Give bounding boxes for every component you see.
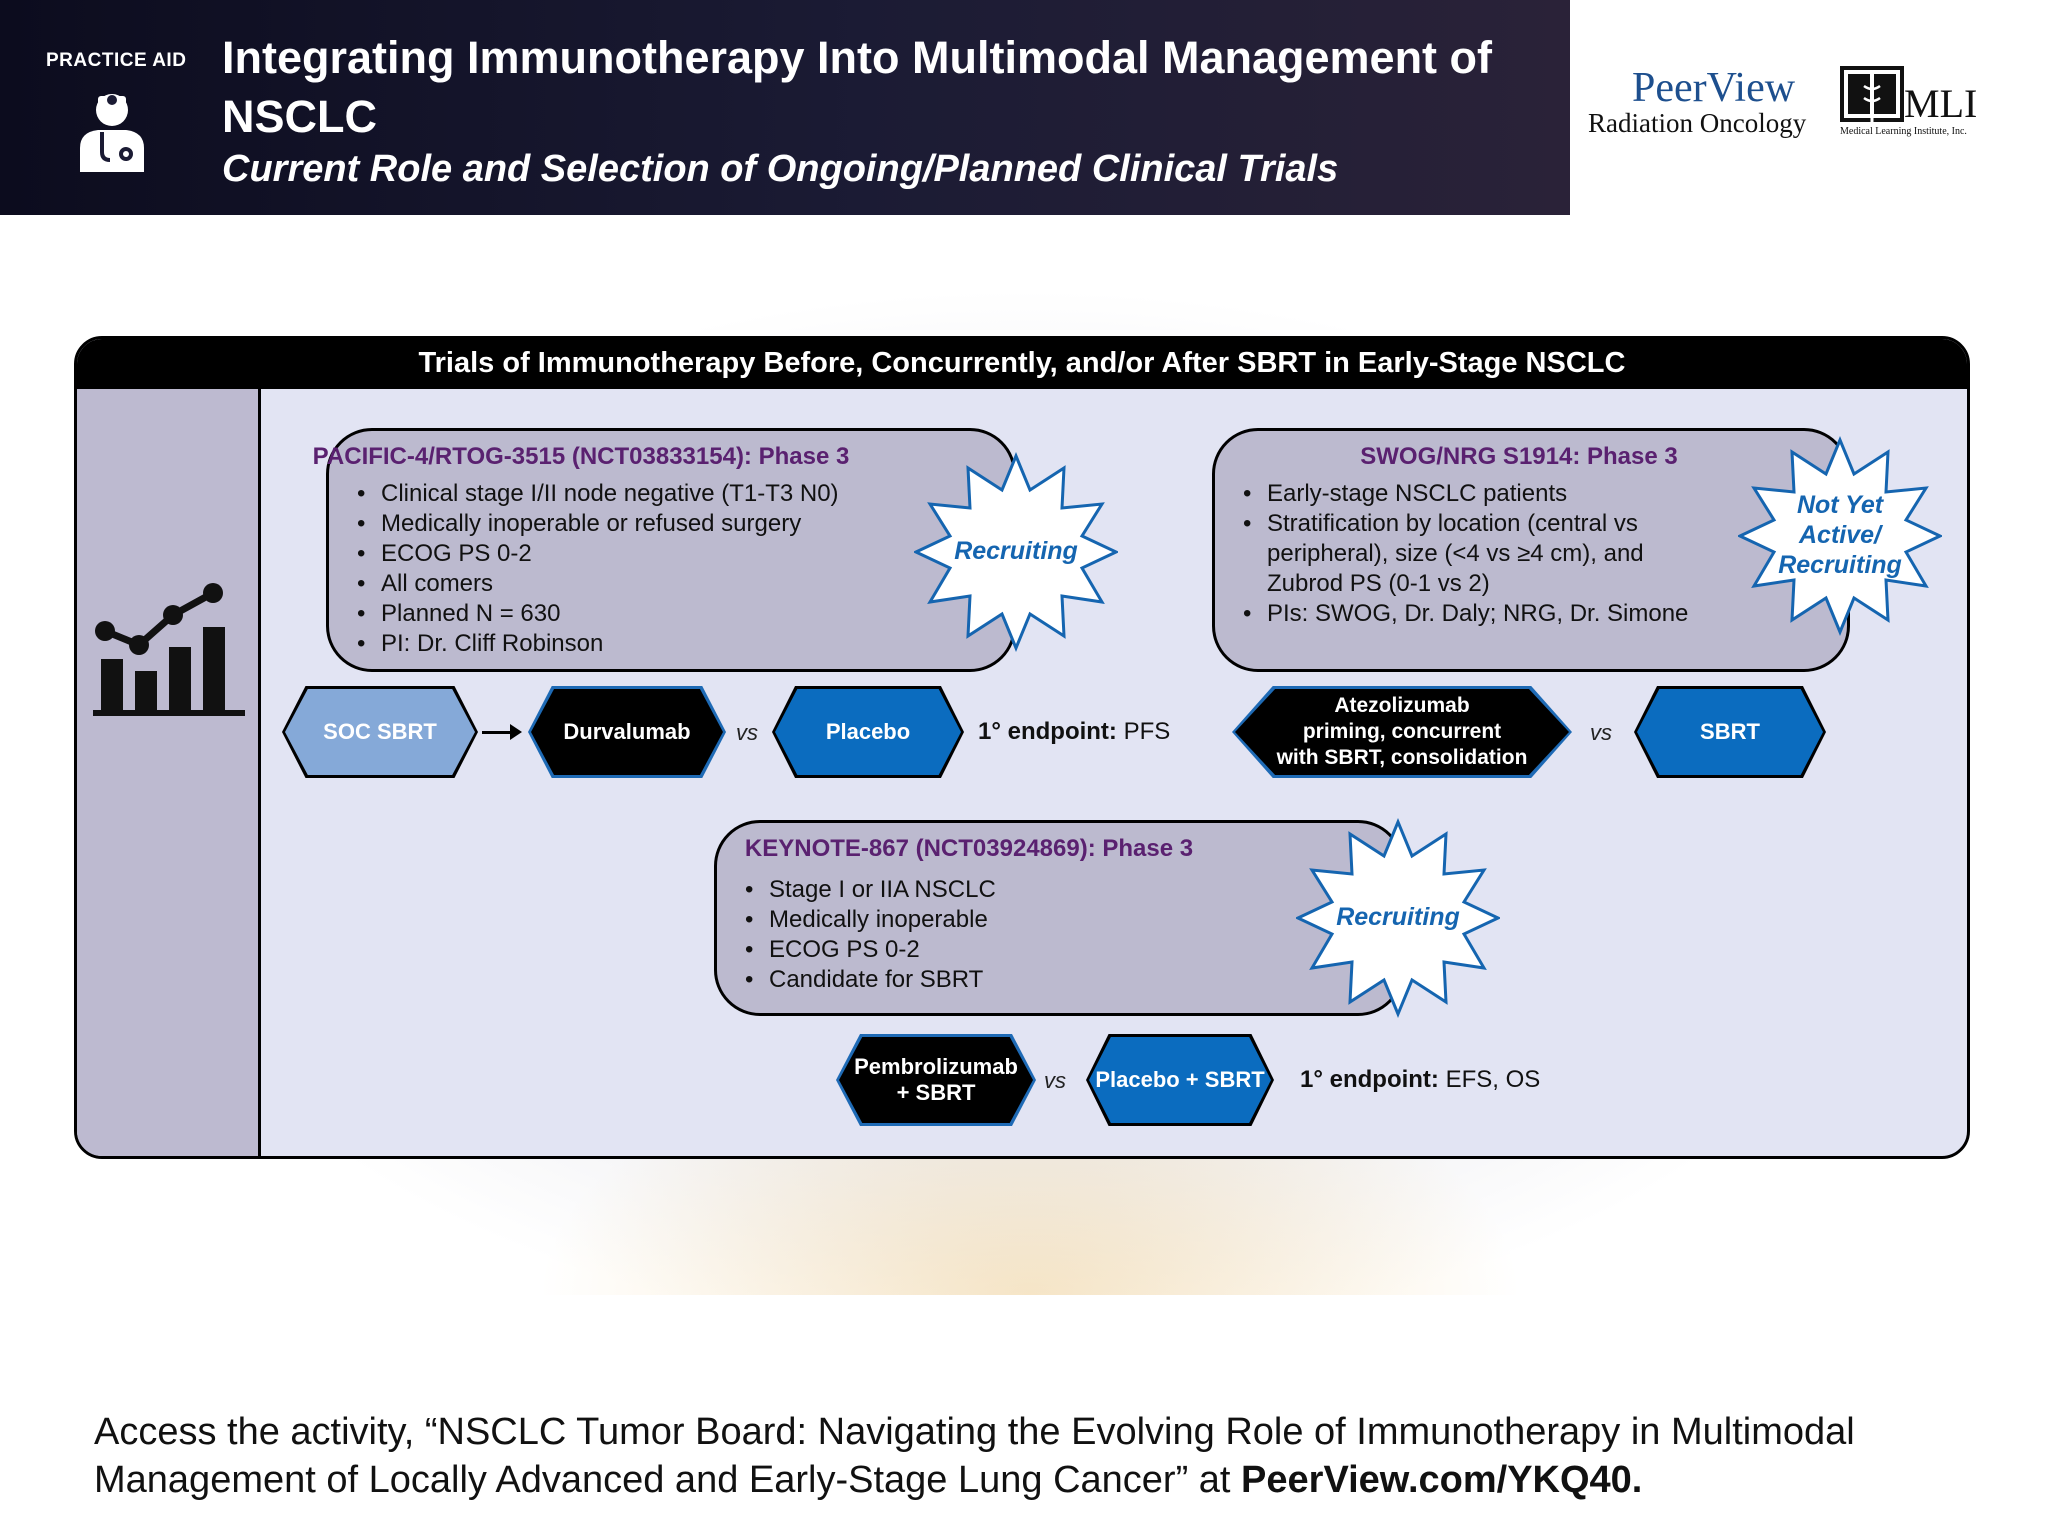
arm-soc-sbrt: SOC SBRT	[285, 689, 475, 775]
page-subtitle: Current Role and Selection of Ongoing/Pl…	[222, 148, 1339, 190]
list-item: ECOG PS 0-2	[745, 935, 1265, 965]
status-text: Recruiting	[954, 537, 1078, 565]
trial-card-s1914: SWOG/NRG S1914: Phase 3 Early-stage NSCL…	[1212, 428, 1850, 672]
eligibility-list: Clinical stage I/II node negative (T1-T3…	[357, 479, 917, 659]
page-title: Integrating Immunotherapy Into Multimoda…	[222, 32, 1493, 142]
mli-logo: MLI	[1904, 81, 1978, 126]
starburst-icon	[912, 452, 1120, 652]
peerview-logo: PeerView	[1632, 65, 1796, 111]
list-item: ECOG PS 0-2	[357, 539, 917, 569]
status-text: Recruiting	[1336, 903, 1460, 931]
chart-trend-icon	[93, 583, 245, 716]
header-banner: PRACTICE AID Integrating Immunotherapy I…	[0, 0, 1570, 215]
status-badge-s1914: Not Yet Active/ Recruiting	[1736, 436, 1944, 636]
panel-header: Trials of Immunotherapy Before, Concurre…	[77, 339, 1967, 389]
status-text: Not Yet Active/ Recruiting	[1778, 491, 1902, 579]
list-item: PI: Dr. Cliff Robinson	[357, 629, 917, 659]
list-item: Stage I or IIA NSCLC	[745, 875, 1265, 905]
eligibility-list: Early-stage NSCLC patients Stratificatio…	[1243, 479, 1723, 629]
vs-label: vs	[1590, 720, 1612, 745]
doctor-icon	[80, 94, 144, 172]
primary-endpoint-pacific4: 1° endpoint: PFS	[978, 718, 1171, 745]
arm-atezolizumab: Atezolizumab priming, concurrent with SB…	[1235, 689, 1569, 775]
status-badge-keynote867: Recruiting	[1294, 818, 1502, 1018]
trial-title: PACIFIC-4/RTOG-3515 (NCT03833154): Phase…	[312, 443, 850, 470]
list-item: All comers	[357, 569, 917, 599]
list-item: Stratification by location (central vs p…	[1243, 509, 1723, 599]
list-item: Clinical stage I/II node negative (T1-T3…	[357, 479, 917, 509]
vs-label: vs	[1044, 1068, 1066, 1093]
list-item: PIs: SWOG, Dr. Daly; NRG, Dr. Simone	[1243, 599, 1723, 629]
logo-area	[1570, 0, 2048, 215]
arm-durvalumab: Durvalumab	[531, 689, 723, 775]
mli-book-icon	[1840, 66, 1904, 122]
list-item: Early-stage NSCLC patients	[1243, 479, 1723, 509]
panel-sidebar	[77, 389, 261, 1156]
list-item: Medically inoperable or refused surgery	[357, 509, 917, 539]
panel-title: Trials of Immunotherapy Before, Concurre…	[418, 347, 1626, 379]
vs-label: vs	[736, 720, 758, 745]
eligibility-list: Stage I or IIA NSCLC Medically inoperabl…	[745, 875, 1265, 995]
arm-placebo: Placebo	[775, 689, 961, 775]
mli-subtitle: Medical Learning Institute, Inc.	[1840, 126, 1967, 137]
trial-title: SWOG/NRG S1914: Phase 3	[1360, 443, 1678, 470]
trial-card-pacific4: PACIFIC-4/RTOG-3515 (NCT03833154): Phase…	[313, 428, 1016, 672]
arm-sbrt: SBRT	[1637, 689, 1823, 775]
arm-placebo-sbrt: Placebo + SBRT	[1089, 1037, 1271, 1123]
practice-aid-label: PRACTICE AID	[46, 50, 187, 71]
starburst-icon	[1736, 436, 1944, 636]
list-item: Candidate for SBRT	[745, 965, 1265, 995]
arm-pembrolizumab: Pembrolizumab + SBRT	[839, 1037, 1033, 1123]
peerview-subtitle: Radiation Oncology	[1588, 108, 1807, 138]
arrow-icon	[510, 724, 522, 740]
primary-endpoint-keynote867: 1° endpoint: EFS, OS	[1300, 1066, 1541, 1093]
status-badge-pacific4: Recruiting	[912, 452, 1120, 652]
trial-title: KEYNOTE-867 (NCT03924869): Phase 3	[744, 835, 1194, 862]
trial-card-keynote867: KEYNOTE-867 (NCT03924869): Phase 3 Stage…	[714, 820, 1404, 1016]
activity-link[interactable]: PeerView.com/YKQ40.	[1241, 1459, 1643, 1501]
list-item: Medically inoperable	[745, 905, 1265, 935]
activity-footer: Access the activity, “NSCLC Tumor Board:…	[94, 1411, 1855, 1501]
arrow-line	[482, 731, 512, 734]
list-item: Planned N = 630	[357, 599, 917, 629]
starburst-icon	[1294, 818, 1502, 1018]
